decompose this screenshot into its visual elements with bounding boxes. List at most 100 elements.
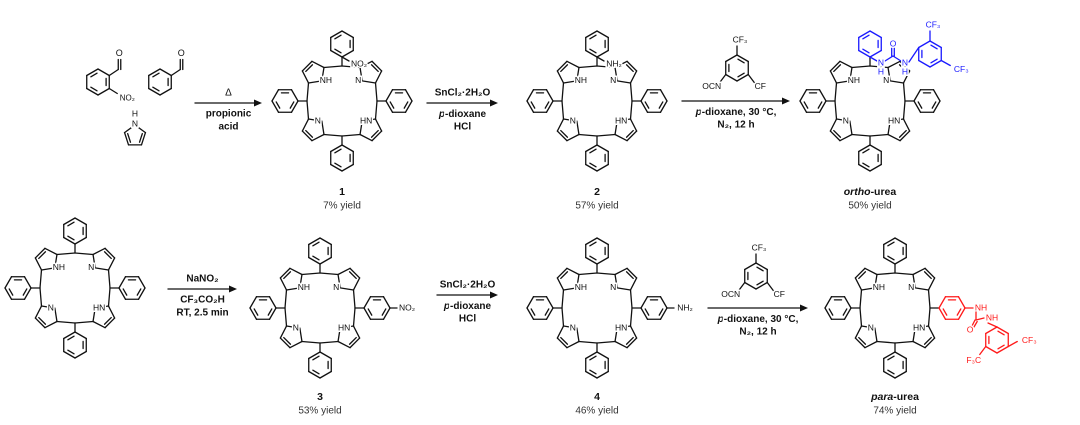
yield-text: 57% yield (575, 201, 618, 212)
pyrrole-n-label: NH (575, 282, 587, 292)
pyrrole-n-label: N (132, 118, 138, 128)
yield-text: 74% yield (873, 406, 916, 417)
amine-label: NH₂ (606, 58, 622, 68)
cf-label: CF (755, 81, 766, 91)
reagent-label: NaNO₂ (186, 274, 218, 285)
urea-oxygen-label: O (967, 324, 974, 334)
pyrrole-n-label: N (610, 75, 616, 85)
cf3-label: CF₃ (926, 19, 941, 29)
urea-oxygen-label: O (890, 38, 897, 48)
urea-n-label: N (902, 57, 908, 67)
pyrrole-n-label: NH (320, 75, 332, 85)
nitro-label: NO₂ (120, 94, 135, 103)
aldehyde-oxygen-label: O (116, 48, 123, 58)
compound-3: NH N HN N NO₂ (249, 237, 417, 379)
pyrrole-n-label: N (883, 75, 889, 85)
condition-label: acid (218, 122, 238, 133)
compound-label-para: para-urea 74% yield (870, 391, 919, 417)
condition-label: p-dioxane, 30 °C, (695, 107, 777, 118)
pyrrole-n-label: HN (888, 115, 900, 125)
pyrrole-n-label: N (315, 115, 321, 125)
compound-label-2: 2 57% yield (575, 186, 618, 212)
f3c-label: F₃C (966, 355, 981, 365)
compound-number: 2 (594, 186, 600, 198)
pyrrole-n-label: HN (615, 322, 627, 332)
urea-nh-label: NH (986, 312, 998, 322)
condition-label: CF₃CO₂H (180, 295, 225, 306)
reagent-label: Δ (225, 88, 232, 99)
cf3-label: CF₃ (733, 34, 748, 44)
pyrrole-n-label: HN (338, 322, 350, 332)
pyrrole-n-label: HN (615, 115, 627, 125)
condition-label: RT, 2.5 min (176, 308, 228, 319)
pyrrole-n-label: N (88, 262, 94, 272)
yield-text: 53% yield (298, 406, 341, 417)
pyrrole-h-label: H (132, 108, 138, 118)
pyrrole-n-label: N (610, 282, 616, 292)
compound-number: para-urea (870, 391, 919, 403)
compound-2: NH N HN N NH₂ (526, 30, 668, 172)
arrowhead (490, 99, 498, 107)
reaction-arrow-3: p-dioxane, 30 °C,N₂, 12 h (681, 97, 790, 132)
arrowhead (782, 97, 790, 105)
compound-label-ortho: ortho-urea 50% yield (844, 186, 897, 212)
pyrrole-n-label: NH (575, 75, 587, 85)
compound-label-4: 4 46% yield (575, 391, 618, 417)
compound-number: 4 (594, 391, 600, 403)
aldehyde-oxygen-label: O (178, 48, 185, 58)
urea-h-label: H (902, 66, 908, 76)
pyrrole-n-label: HN (360, 115, 372, 125)
pyrrole-n-label: N (843, 115, 849, 125)
arrowhead (254, 99, 262, 107)
pyrrole-n-label: N (355, 75, 361, 85)
nitro-label: NO₂ (351, 58, 367, 68)
compound-number: ortho-urea (844, 186, 897, 198)
cf-label: CF (774, 289, 785, 299)
pyrrole-n-label: N (908, 282, 914, 292)
pyrrole-n-label: HN (913, 322, 925, 332)
pyrrole-n-label: HN (93, 302, 105, 312)
condition-label: p-dioxane (438, 109, 487, 120)
pyrrole-n-label: NH (848, 75, 860, 85)
compound-number: 3 (317, 391, 323, 403)
pyrrole-n-label: N (333, 282, 339, 292)
reagent-label: SnCl₂·2H₂O (435, 88, 491, 99)
cf3-label: CF₃ (954, 64, 969, 74)
compound-label-3: 3 53% yield (298, 391, 341, 417)
arrowhead (490, 291, 498, 299)
nitro-label: NO₂ (399, 302, 415, 312)
starting-materials: O NO₂ O NH (86, 46, 186, 146)
condition-label: HCl (454, 122, 471, 133)
cf3-label: CF₃ (752, 242, 767, 252)
compound-4: NH N HN N NH₂ (526, 237, 694, 379)
condition-label: HCl (459, 314, 476, 325)
arrowhead (229, 285, 237, 293)
pyrrole-n-label: N (570, 115, 576, 125)
pyrrole-n-label: N (293, 322, 299, 332)
reaction-arrow-4: NaNO₂ CF₃CO₂H RT, 2.5 min (167, 272, 237, 320)
pyrrole-n-label: NH (53, 262, 65, 272)
yield-text: 50% yield (848, 201, 891, 212)
pyrrole-n-label: N (570, 322, 576, 332)
compound-label-1: 17% yield (323, 186, 361, 212)
yield-text: 46% yield (575, 406, 618, 417)
pyrrole-n-label: NH (298, 282, 310, 292)
isocyanate-reagent-1: CF₃ OCN CF (701, 33, 768, 93)
isocyanate-label: OCN (702, 81, 721, 91)
condition-label: propionic (206, 109, 252, 120)
urea-nh-label: NH (975, 302, 987, 312)
compound-number: 1 (339, 186, 345, 198)
isocyanate-label: OCN (721, 289, 740, 299)
amine-label: NH₂ (677, 302, 693, 312)
cf3-label: CF₃ (1022, 335, 1037, 345)
compound-1: NH N HN N NO₂ (271, 30, 413, 172)
urea-n-label: N (878, 57, 884, 67)
